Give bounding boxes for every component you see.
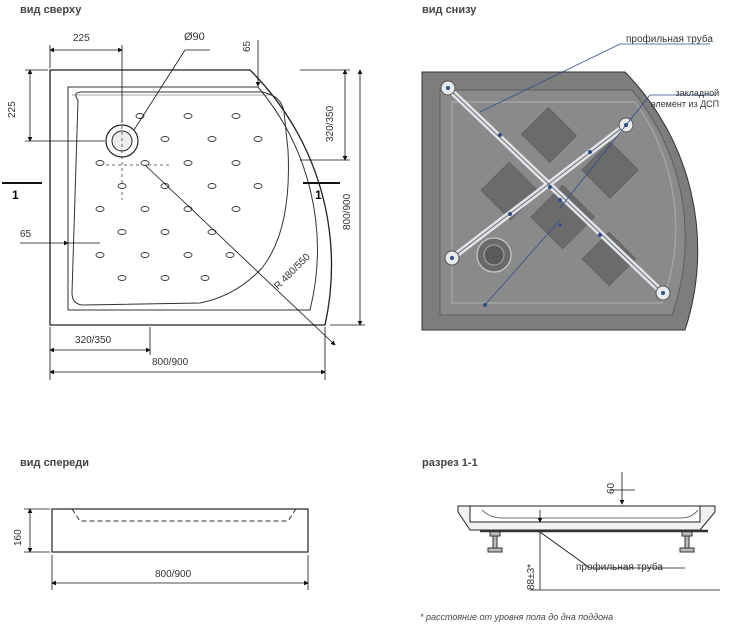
footnote: * расстояние от уровня пола до дна поддо…	[420, 612, 614, 622]
dim-rim-width: 65	[242, 40, 253, 52]
dim-radius-section: 320/350	[325, 105, 336, 142]
front-view-title: вид спереди	[20, 457, 90, 469]
dim-front-width: 800/900	[155, 569, 192, 580]
front-view-drawing	[24, 508, 309, 590]
dim-width: 800/900	[152, 357, 189, 368]
callout-embedded-element: закладной элемент из ДСП	[651, 88, 720, 109]
top-view-title: вид сверху	[20, 4, 82, 16]
section-drawing	[457, 472, 720, 591]
callout-profile-pipe-section: профильная труба	[576, 562, 663, 573]
dim-bottom-offset: 320/350	[75, 335, 112, 346]
section-view-title: разрез 1-1	[422, 457, 478, 469]
anti-slip-dots	[95, 113, 263, 281]
section-mark-left: 1	[12, 188, 19, 202]
tray-inner-rim	[67, 86, 318, 311]
tray-basin	[71, 91, 289, 306]
dim-section-depth: 60	[606, 482, 617, 494]
callout-profile-pipe: профильная труба	[626, 34, 713, 45]
tray-front	[51, 508, 309, 553]
dim-front-height: 160	[13, 529, 24, 546]
dim-rim-width-left: 65	[20, 229, 32, 240]
tray-section	[457, 505, 716, 531]
top-view-drawing	[2, 40, 365, 380]
dim-drain-diameter: Ø90	[184, 31, 205, 43]
bottom-view-title: вид снизу	[422, 4, 477, 16]
dim-height: 800/900	[342, 193, 353, 230]
dim-floor-height: 88±3*	[526, 563, 537, 590]
tray-outline	[49, 69, 333, 326]
bottom-view-drawing	[421, 43, 715, 331]
dim-corner-x: 225	[73, 33, 90, 44]
section-mark-right: 1	[315, 188, 322, 202]
dim-corner-y: 225	[7, 101, 18, 118]
